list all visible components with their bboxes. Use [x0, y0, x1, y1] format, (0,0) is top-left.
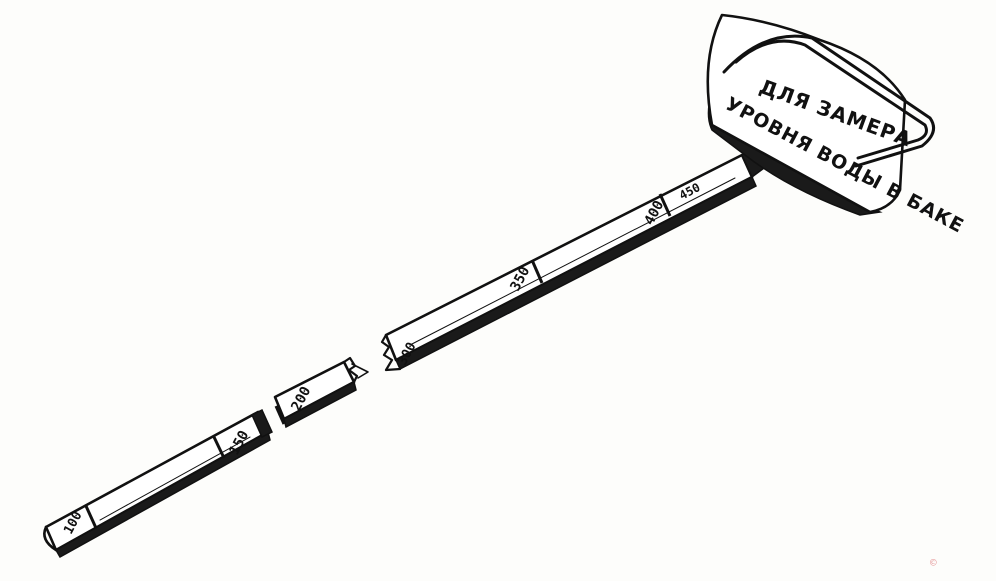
rod-fragment-200 [273, 356, 369, 429]
corner-mark: © [930, 556, 937, 569]
lower-rod-segment [43, 408, 273, 559]
upper-rod-segment [380, 140, 773, 372]
handle-plate: ДЛЯ ЗАМЕРА УРОВНЯ ВОДЫ В БАКЕ [706, 13, 968, 238]
